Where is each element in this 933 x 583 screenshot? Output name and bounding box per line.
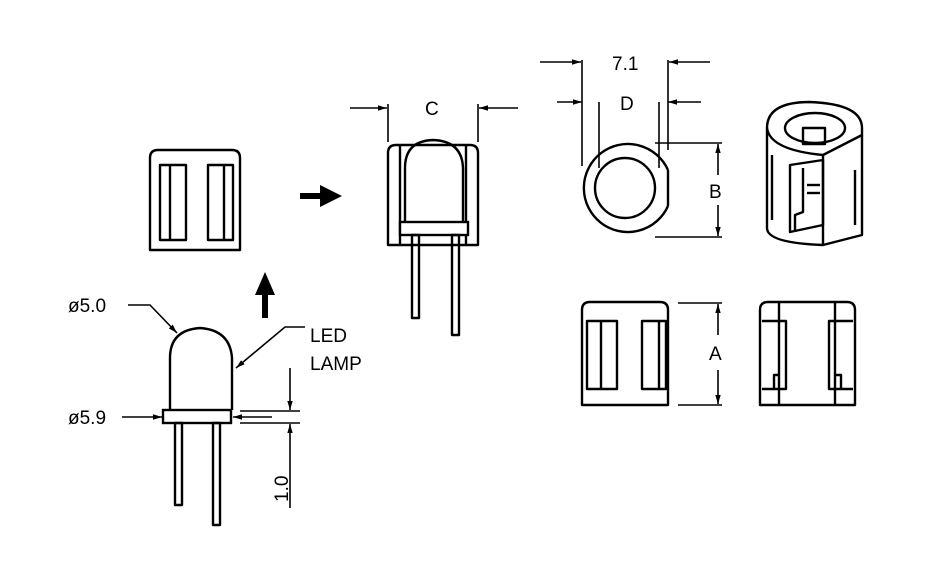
assembled-view	[386, 138, 480, 337]
flange-diameter-callout: ø5.9	[68, 408, 272, 429]
led-lamp-callout: LED LAMP	[235, 326, 362, 375]
dome-diameter-callout: ø5.0	[68, 296, 178, 334]
flange-diameter-label: ø5.9	[68, 408, 106, 429]
dim-a-label: A	[709, 344, 722, 365]
dim-7-1-label: 7.1	[612, 54, 638, 75]
led-lamp	[161, 326, 234, 527]
led-label-line1: LED	[310, 326, 347, 347]
dim-c-label: C	[425, 99, 439, 120]
flange-height-label: 1.0	[272, 476, 293, 502]
dimension-a: A	[678, 302, 722, 406]
flange-height-dimension: 1.0	[240, 368, 300, 508]
spacer-isometric-view	[765, 100, 864, 247]
spacer-front-view	[580, 300, 670, 407]
dimension-b: B	[655, 142, 722, 238]
spacer-top-view	[582, 142, 670, 234]
dimension-c: C	[350, 99, 518, 142]
spacer-rear-view	[758, 300, 857, 407]
spacer-side-view	[148, 148, 242, 252]
dim-b-label: B	[709, 182, 722, 203]
dim-d-label: D	[620, 94, 634, 115]
dimension-7-1: 7.1	[540, 54, 710, 166]
assembly-arrow-up	[255, 272, 275, 318]
dome-diameter-label: ø5.0	[68, 296, 106, 317]
led-label-line2: LAMP	[310, 354, 362, 375]
dimension-d: D	[557, 94, 701, 168]
assembly-arrow-right	[300, 185, 342, 207]
